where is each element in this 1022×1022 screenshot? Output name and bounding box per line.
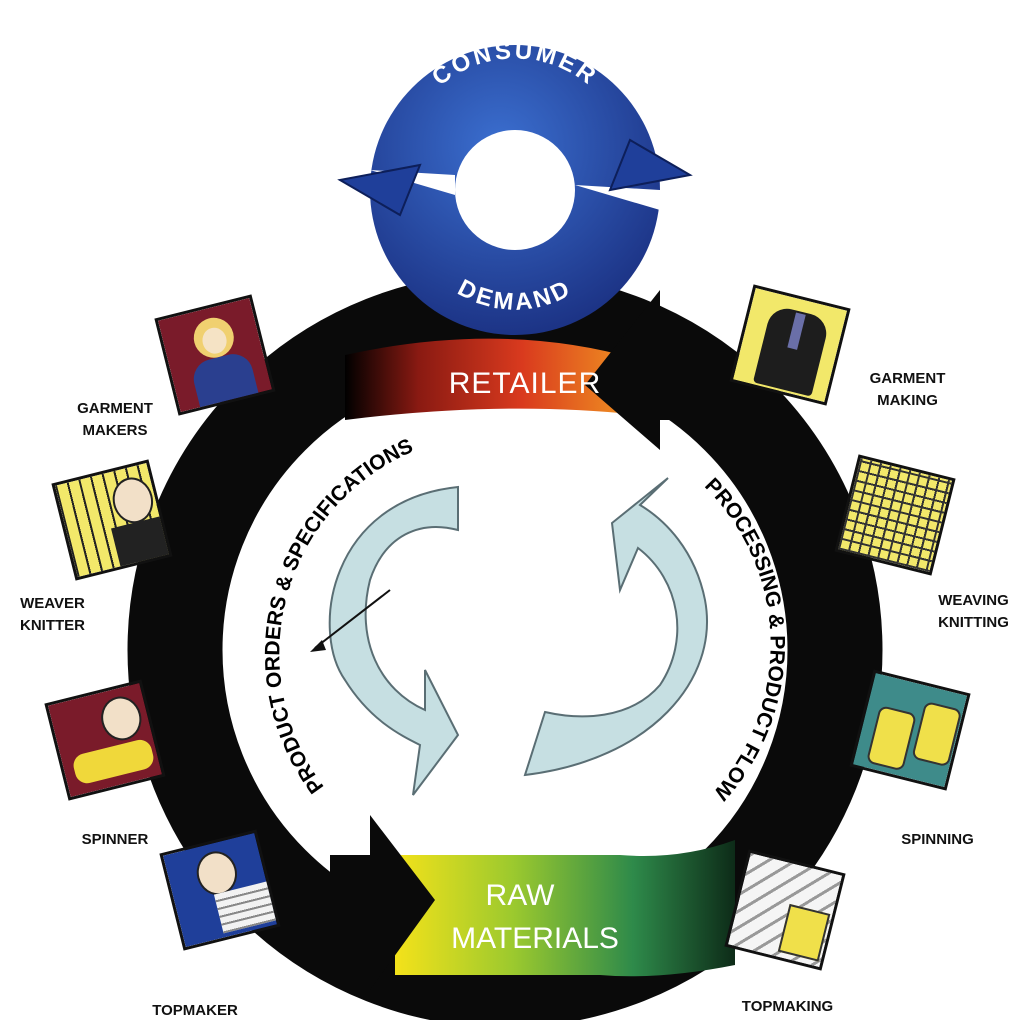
- raw-label-line2: MATERIALS: [451, 922, 619, 955]
- raw-materials-band: [330, 815, 735, 990]
- consumer-demand-cycle: [337, 45, 693, 335]
- raw-label-line1: RAW: [486, 879, 556, 912]
- retailer-label: RETAILER: [449, 367, 601, 400]
- spinning-label: SPINNING: [901, 831, 974, 848]
- inner-right-arrow: [523, 477, 708, 777]
- spinner-label: SPINNER: [81, 831, 149, 848]
- topmaker-label: TOPMAKER: [152, 1002, 238, 1019]
- topmaking-label: TOPMAKING: [741, 998, 834, 1015]
- retailer-band: [345, 290, 700, 450]
- inner-left-arrow: [310, 485, 460, 796]
